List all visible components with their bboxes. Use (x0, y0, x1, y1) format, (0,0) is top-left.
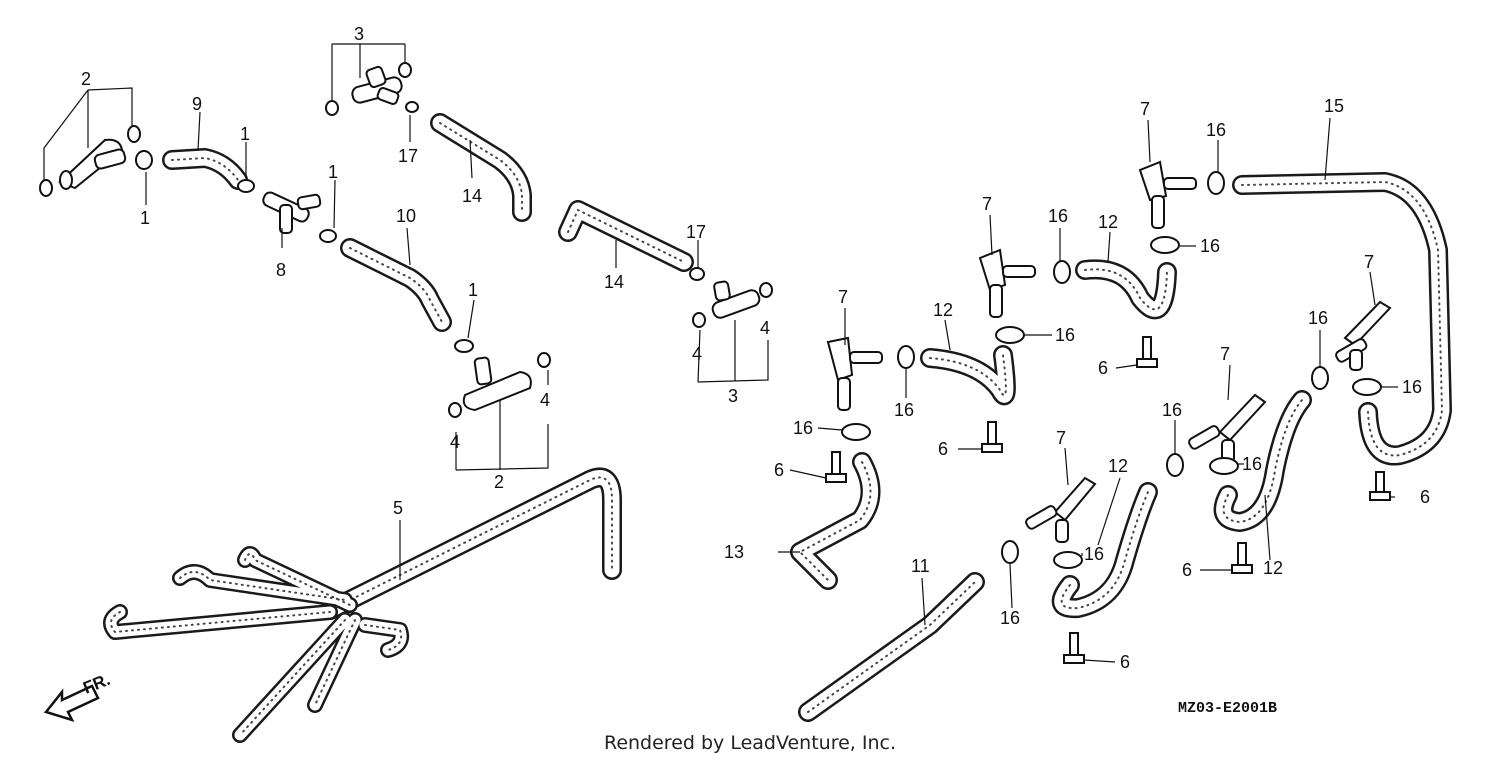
hose-5 (320, 467, 622, 620)
valve-7-e (1335, 300, 1392, 371)
callout-7: 7 (1364, 252, 1374, 272)
callout-12: 12 (1098, 212, 1118, 232)
joint-3-upper (351, 65, 403, 105)
callout-2: 2 (81, 69, 91, 89)
render-credit: Rendered by LeadVenture, Inc. (603, 732, 897, 754)
callout-16: 16 (793, 418, 813, 438)
callout-7: 7 (1220, 344, 1230, 364)
callout-2: 2 (494, 472, 504, 492)
callout-3: 3 (728, 386, 738, 406)
callout-16: 16 (1308, 308, 1328, 328)
callout-4: 4 (692, 344, 702, 364)
hose-12-lower (1051, 482, 1158, 619)
valve-7-a (826, 336, 883, 411)
callout-10: 10 (396, 206, 416, 226)
callout-11: 11 (911, 556, 930, 576)
callout-5: 5 (393, 498, 403, 518)
callout-6: 6 (1420, 487, 1430, 507)
callout-7: 7 (982, 194, 992, 214)
callout-16: 16 (1000, 608, 1020, 628)
front-direction-arrow-icon: FR. (43, 670, 113, 723)
front-direction-label: FR. (80, 670, 113, 698)
callout-7: 7 (1140, 99, 1150, 119)
callout-9: 9 (192, 94, 202, 114)
callout-1: 1 (328, 162, 338, 182)
hose-5-branches (103, 546, 410, 743)
callout-15: 15 (1324, 96, 1344, 116)
hose-12-right (1213, 390, 1312, 532)
callout-1: 1 (240, 124, 250, 144)
hose-15 (1232, 172, 1452, 466)
hose-9 (162, 148, 248, 190)
callout-16: 16 (1242, 454, 1262, 474)
bolt-6-group (825, 336, 1391, 664)
callout-12: 12 (933, 300, 953, 320)
callout-7: 7 (838, 287, 848, 307)
hose-11 (798, 572, 985, 722)
hose-12-left (920, 345, 1016, 406)
callout-16: 16 (1162, 400, 1182, 420)
callout-3: 3 (354, 24, 364, 44)
ring-group (39, 62, 773, 418)
joint-3-lower (711, 280, 761, 319)
callout-4: 4 (450, 432, 460, 452)
valve-7-b (978, 248, 1036, 318)
hose-14-upper (430, 113, 532, 222)
callout-8: 8 (276, 260, 286, 280)
joint-2-upper (58, 138, 127, 190)
callout-12: 12 (1108, 456, 1128, 476)
callout-6: 6 (1120, 652, 1130, 672)
callout-6: 6 (938, 439, 948, 459)
hose-13 (790, 452, 881, 590)
callout-1: 1 (468, 280, 478, 300)
callout-6: 6 (774, 460, 784, 480)
callout-1: 1 (140, 208, 150, 228)
callout-14: 14 (462, 186, 482, 206)
hose-10 (340, 238, 452, 332)
joint-2-lower (462, 356, 532, 412)
callout-4: 4 (760, 318, 770, 338)
callout-13: 13 (724, 542, 744, 562)
valve-7-d (1188, 393, 1267, 463)
valve-7-f (1025, 476, 1097, 543)
callout-6: 6 (1182, 560, 1192, 580)
leader-lines (43, 43, 1398, 663)
callout-16: 16 (1200, 236, 1220, 256)
hose-14-lower (558, 200, 694, 272)
callout-16: 16 (1402, 377, 1422, 397)
callout-4: 4 (540, 390, 550, 410)
callout-17: 17 (686, 222, 706, 242)
callout-6: 6 (1098, 358, 1108, 378)
callout-14: 14 (604, 272, 624, 292)
callout-16: 16 (1048, 206, 1068, 226)
callout-17: 17 (398, 146, 418, 166)
joint-8 (262, 191, 322, 234)
callout-7: 7 (1056, 428, 1066, 448)
drawing-code: MZ03-E2001B (1178, 700, 1277, 717)
valve-7-c (1138, 160, 1197, 229)
callout-16: 16 (1084, 544, 1104, 564)
callout-12: 12 (1263, 558, 1283, 578)
hose-12-upper (1075, 259, 1177, 320)
clamp-16-group (841, 171, 1382, 569)
callout-16: 16 (1206, 120, 1226, 140)
callout-labels: 2 1 9 1 8 1 3 17 10 14 1 4 4 2 14 17 4 4… (81, 24, 1430, 672)
callout-16: 16 (894, 400, 914, 420)
callout-16: 16 (1055, 325, 1075, 345)
